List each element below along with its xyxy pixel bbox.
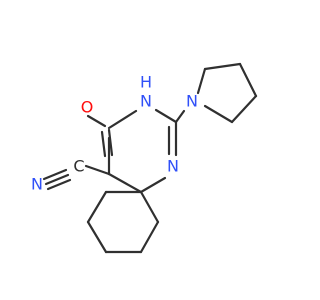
atom-nh-hydrogen-label: H [140,73,152,92]
bond-cy-1 [139,190,160,224]
bond-cy-2 [139,220,160,254]
atom-label-layer: O N H N N C N [31,73,198,194]
bond-c2-npyr [174,109,186,124]
bond-c4-n3 [107,109,138,130]
bond-cn-triple-1 [44,173,70,186]
atom-nitrile-nitrogen-label: N [31,175,43,194]
bond-pyr-4 [230,94,258,124]
bond-cy-5 [86,190,108,224]
bond-cn-triple-3 [46,178,72,191]
atom-nh-nitrogen-label: N [140,92,152,111]
bond-c4-o-2 [100,130,107,158]
bond-pyr-3 [238,62,258,98]
bond-c5-cn [84,164,111,176]
bond-c4-o-2b [107,128,114,157]
bond-n1-c6 [139,176,167,194]
molecule-canvas: O N H N N C N [31,62,258,254]
bond-c4-o-1 [86,114,107,128]
atom-nitrile-carbon-label: C [73,157,84,176]
molecule-structure: O N H N N C N [31,62,258,254]
bond-pyr-2 [203,62,242,71]
bond-n3-c2 [154,108,178,124]
bond-pyr-1 [196,67,207,95]
bond-layer [42,62,258,254]
bond-cn-triple-2 [42,168,68,181]
atom-oxygen-label: O [81,98,94,117]
atom-imine-nitrogen-label: N [167,157,179,176]
bond-c6-c5 [107,172,143,194]
atom-pyrrolidine-nitrogen-label: N [186,92,198,111]
bond-cy-4 [86,220,108,254]
bond-pyr-5 [203,104,234,124]
